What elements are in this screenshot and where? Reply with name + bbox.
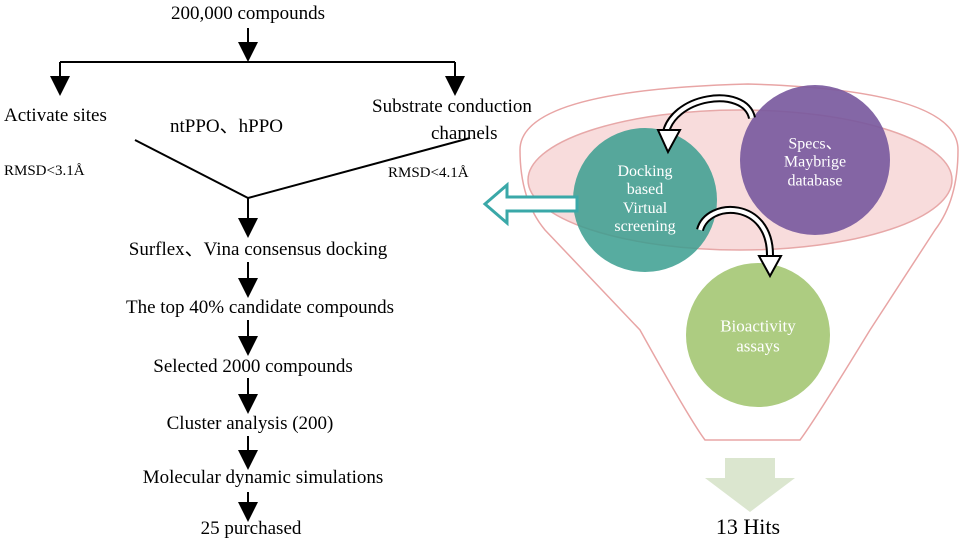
start-label: 200,000 compounds bbox=[170, 3, 326, 24]
merge-right-line bbox=[247, 137, 471, 199]
substrate-channels-label-line1: Substrate conduction bbox=[372, 96, 532, 117]
curved-arrow-bottom-head bbox=[757, 255, 783, 279]
activate-sites-label: Activate sites bbox=[4, 105, 107, 126]
teal-left-arrow bbox=[482, 181, 579, 227]
step-top-candidates: The top 40% candidate compounds bbox=[125, 297, 395, 318]
assay-circle bbox=[686, 263, 830, 407]
rmsd-right-label: RMSD<4.1Å bbox=[388, 165, 469, 181]
step-purchased: 25 purchased bbox=[200, 518, 302, 539]
rmsd-left-label: RMSD<3.1Å bbox=[4, 163, 85, 179]
curved-arrows bbox=[656, 94, 783, 279]
docking-circle-text: Docking based Virtual screening bbox=[614, 163, 676, 236]
substrate-channels-label-line2: channels bbox=[431, 123, 498, 144]
database-circle bbox=[740, 85, 890, 235]
assay-circle-text: Bioactivity assays bbox=[720, 316, 796, 355]
down-arrow bbox=[705, 458, 795, 512]
curved-arrow-top-head bbox=[656, 129, 682, 155]
docking-circle bbox=[573, 128, 717, 272]
target-proteins-label: ntPPO、hPPO bbox=[170, 116, 283, 137]
step-cluster: Cluster analysis (200) bbox=[166, 413, 334, 434]
step-docking: Surflex、Vina consensus docking bbox=[128, 239, 388, 260]
flowchart-connectors bbox=[50, 28, 471, 522]
database-circle-text: Specs、 Maybrige database bbox=[783, 135, 847, 190]
merge-left-line bbox=[134, 139, 249, 199]
step-selected: Selected 2000 compounds bbox=[153, 356, 353, 377]
step-md-simulations: Molecular dynamic simulations bbox=[142, 467, 384, 488]
hits-result: 13 Hits bbox=[715, 514, 781, 539]
